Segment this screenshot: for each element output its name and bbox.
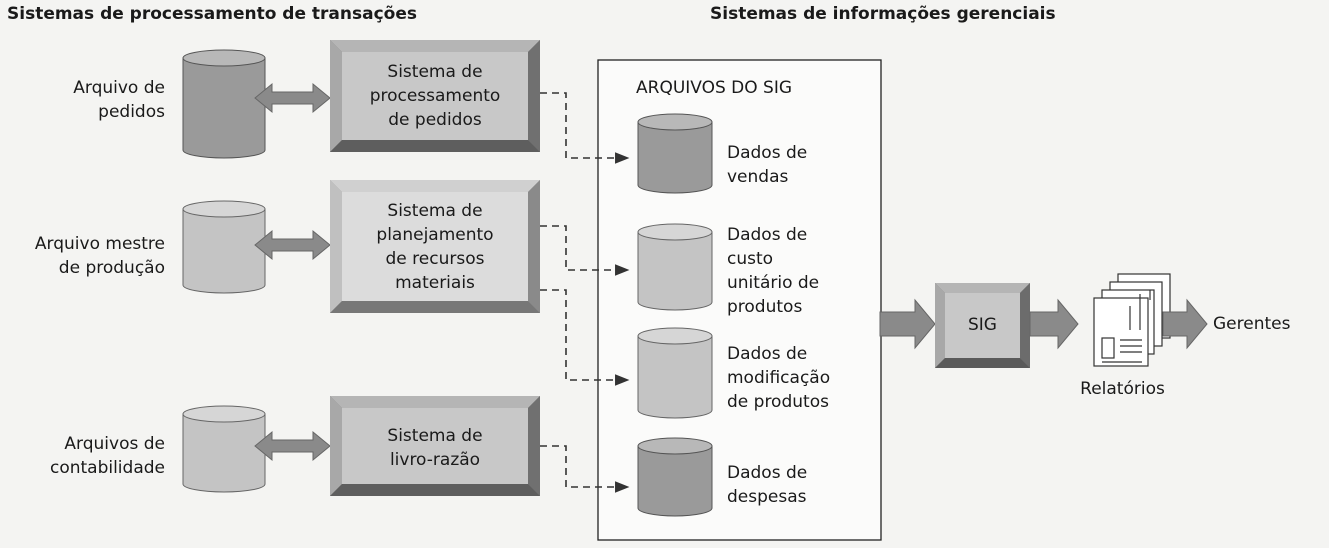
dashed-connector: [540, 92, 630, 164]
flow-arrow-icon: [879, 298, 936, 350]
order-processing-box: [330, 40, 540, 152]
product-change-data-label: Dados de modificação de produtos: [727, 344, 831, 412]
sales-data-label: Dados de vendas: [727, 143, 808, 187]
flow-arrow-icon: [1162, 298, 1208, 350]
mrp-box: [330, 180, 540, 313]
reports-label: Relatórios: [1080, 379, 1165, 399]
double-arrow-icon: [254, 82, 331, 114]
flow-arrow-icon: [1029, 298, 1079, 350]
cylinder-icon: [182, 405, 266, 493]
dashed-connector: [540, 289, 630, 386]
management-systems-heading: Sistemas de informações gerenciais: [710, 4, 1056, 24]
cylinder-icon: [637, 223, 713, 311]
accounting-files-label: Arquivos de contabilidade: [49, 434, 165, 478]
ledger-box: [330, 396, 540, 496]
cylinder-icon: [637, 437, 713, 517]
cylinder-icon: [182, 49, 266, 159]
expense-data-label: Dados de despesas: [727, 463, 808, 507]
ledger-system-label: Sistema de livro-razão: [387, 426, 483, 470]
production-master-file-label: Arquivo mestre de produção: [34, 234, 165, 278]
sig-files-title: ARQUIVOS DO SIG: [636, 78, 793, 98]
order-processing-system-label: Sistema de processamento de pedidos: [369, 62, 501, 130]
dashed-connector: [540, 225, 630, 276]
mrp-system-label: Sistema de planejamento de recursos mate…: [376, 201, 494, 293]
dashed-connector: [540, 445, 630, 493]
cylinder-icon: [182, 200, 266, 294]
sig-box: [935, 283, 1030, 368]
transaction-systems-heading: Sistemas de processamento de transações: [7, 4, 418, 24]
cylinder-icon: [637, 113, 713, 194]
double-arrow-icon: [254, 430, 331, 462]
sig-label: SIG: [968, 315, 997, 335]
unit-cost-data-label: Dados de custo unitário de produtos: [727, 225, 820, 317]
reports-icon: [1093, 273, 1171, 367]
cylinder-icon: [637, 327, 713, 419]
order-file-label: Arquivo de pedidos: [73, 78, 165, 122]
double-arrow-icon: [254, 229, 331, 261]
managers-label: Gerentes: [1213, 314, 1291, 334]
